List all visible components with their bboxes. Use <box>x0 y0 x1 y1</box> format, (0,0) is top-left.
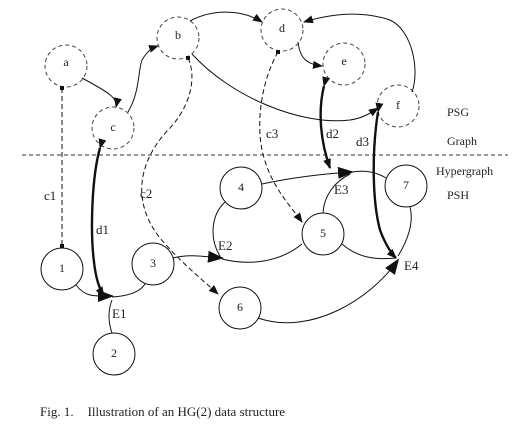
section-label-hypergraph: Hypergraph <box>436 164 493 178</box>
link-c3-end-top <box>276 50 280 54</box>
hyperedge-E3-to-7 <box>351 170 387 179</box>
label-E3: E3 <box>334 182 348 197</box>
psh-node-2: 2 <box>92 332 136 376</box>
edge-d-e <box>297 41 323 69</box>
node-label-5: 5 <box>320 226 326 240</box>
label-E1: E1 <box>112 306 126 321</box>
hyperedge-E1-from-3 <box>111 283 146 298</box>
link-c2 <box>141 57 219 295</box>
link-d3 <box>372 102 397 259</box>
section-label-graph: Graph <box>447 134 477 148</box>
label-d2: d2 <box>326 126 339 141</box>
hyperedge-E2-to-5 <box>221 243 303 263</box>
label-E2: E2 <box>218 238 232 253</box>
hyperedge-E2-from-3 <box>172 250 224 263</box>
psh-node-5: 5 <box>301 212 345 256</box>
label-c1: c1 <box>44 188 56 203</box>
edge-b-f <box>191 53 379 122</box>
node-label-4: 4 <box>238 180 244 194</box>
edge-b-d <box>189 11 263 23</box>
psh-node-4: 4 <box>219 166 263 210</box>
link-c1-end-top <box>60 86 64 90</box>
node-label-6: 6 <box>237 300 243 314</box>
edge-a-c <box>81 77 122 108</box>
edge-c-b <box>127 45 159 113</box>
psg-node-d: d <box>260 8 304 52</box>
link-d2 <box>319 76 332 169</box>
node-label-f: f <box>396 98 400 112</box>
label-d3: d3 <box>356 134 369 149</box>
node-label-2: 2 <box>111 346 117 360</box>
hyperedge-E1-to-2 <box>108 299 113 334</box>
node-label-c: c <box>110 120 115 134</box>
hyperedge-E4-from-6 <box>257 258 400 324</box>
node-label-1: 1 <box>59 261 65 275</box>
label-E4: E4 <box>404 258 419 273</box>
hyperedge-E2-from-4 <box>212 201 226 257</box>
node-label-e: e <box>341 54 346 68</box>
edge-f-d <box>303 13 416 93</box>
figure-caption: Fig. 1. Illustration of an HG(2) data str… <box>40 404 285 420</box>
link-c3 <box>259 51 303 223</box>
node-label-7: 7 <box>403 178 409 192</box>
node-label-3: 3 <box>150 256 156 270</box>
label-c3: c3 <box>266 126 278 141</box>
psh-node-7: 7 <box>384 164 428 208</box>
node-label-b: b <box>175 28 181 42</box>
link-d1 <box>90 138 107 297</box>
hyperedge-E1-from-1 <box>75 284 114 303</box>
label-d1: d1 <box>96 222 109 237</box>
psg-node-c: c <box>91 106 135 150</box>
hyperedge-E4-to-7 <box>397 206 412 257</box>
psh-node-3: 3 <box>131 242 175 286</box>
psg-node-e: e <box>322 42 366 86</box>
caption-number: Fig. 1. <box>40 404 74 419</box>
link-c1-end-bottom <box>60 244 64 248</box>
psg-node-b: b <box>156 16 200 60</box>
node-label-a: a <box>63 55 69 69</box>
psg-node-a: a <box>44 44 88 88</box>
hyperedge-E3-from-4 <box>261 166 354 185</box>
psh-node-1: 1 <box>40 247 84 291</box>
psh-node-6: 6 <box>218 286 262 330</box>
section-label-psg: PSG <box>447 105 469 119</box>
node-label-d: d <box>279 21 285 35</box>
link-c2-end-top <box>186 56 190 60</box>
label-c2: c2 <box>140 186 152 201</box>
section-label-psh: PSH <box>447 188 469 202</box>
hyperedge-E3-to-5 <box>322 173 351 214</box>
caption-text: Illustration of an HG(2) data structure <box>87 404 286 419</box>
